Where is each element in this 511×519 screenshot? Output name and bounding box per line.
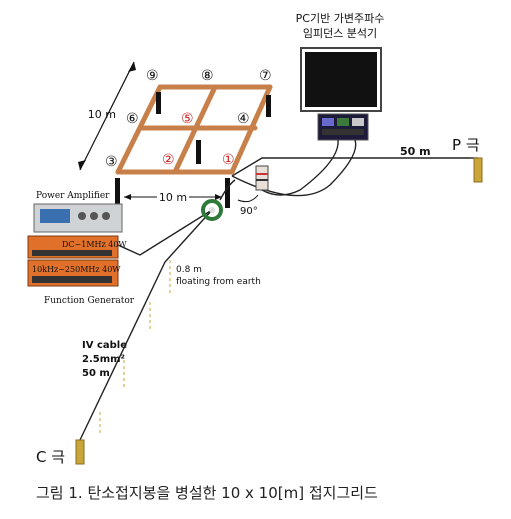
angle-marker: 90° [237, 194, 259, 217]
dim-vertical-label: 10 m [88, 108, 116, 121]
analyzer-box [317, 113, 369, 141]
current-transformer [201, 199, 223, 221]
p-distance-label: 50 m [400, 145, 431, 158]
float-desc-label: floating from earth [176, 277, 261, 287]
node-label-1: ① [222, 152, 235, 168]
angle-label: 90° [240, 206, 258, 217]
shunt-resistor [255, 165, 269, 191]
figure-caption: 그림 1. 탄소접지봉을 병설한 10 x 10[m] 접지그리드 [36, 484, 378, 502]
amplifier-stack: Power Amplifier DC~1MHz 40W 10kHz~250MHz… [27, 191, 135, 306]
c-pole: C 극 [36, 439, 85, 466]
cables [79, 139, 470, 441]
cable-length-label: 50 m [82, 368, 110, 379]
p-pole: 50 m P 극 [400, 136, 483, 183]
c-pole-label: C 극 [36, 448, 65, 466]
float-annotation: 0.8 m floating from earth [99, 260, 261, 436]
node-label-6: ⑥ [126, 111, 139, 127]
power-amplifier-label: Power Amplifier [36, 191, 110, 201]
node-labels: ① ② ③ ④ ⑤ ⑥ ⑦ ⑧ ⑨ [105, 68, 272, 170]
dim-horizontal: 10 m [124, 190, 222, 204]
p-pole-label: P 극 [452, 136, 480, 154]
c-pole-rod [75, 439, 85, 465]
node-label-8: ⑧ [201, 68, 214, 84]
node-label-4: ④ [237, 111, 250, 127]
cable-annotation: IV cable 2.5mm² 50 m [82, 340, 127, 379]
node-label-2: ② [162, 152, 175, 168]
pc-label-line1: PC기반 가변주파수 [296, 12, 385, 25]
cable-type-label: IV cable [82, 340, 127, 351]
node-label-9: ⑨ [146, 68, 159, 84]
grid [115, 84, 273, 175]
dim-horizontal-label: 10 m [159, 191, 187, 204]
cable-size-label: 2.5mm² [82, 354, 125, 365]
node-label-5: ⑤ [181, 111, 194, 127]
amp-panel-2-label: 10kHz~250MHz 40W [32, 265, 121, 274]
monitor-frame [300, 47, 382, 112]
monitor-screen [305, 52, 377, 107]
ground-rods [115, 92, 271, 208]
pc-label-line2: 임피던스 분석기 [303, 27, 377, 40]
p-pole-rod [473, 157, 483, 183]
node-label-3: ③ [105, 154, 118, 170]
pc-analyzer: PC기반 가변주파수 임피던스 분석기 [296, 12, 385, 141]
amp-panel-1-label: DC~1MHz 40W [62, 240, 127, 249]
node-label-7: ⑦ [259, 68, 272, 84]
float-height-label: 0.8 m [176, 265, 202, 275]
function-generator-label: Function Generator [44, 296, 135, 306]
dim-vertical: 10 m [78, 61, 136, 171]
